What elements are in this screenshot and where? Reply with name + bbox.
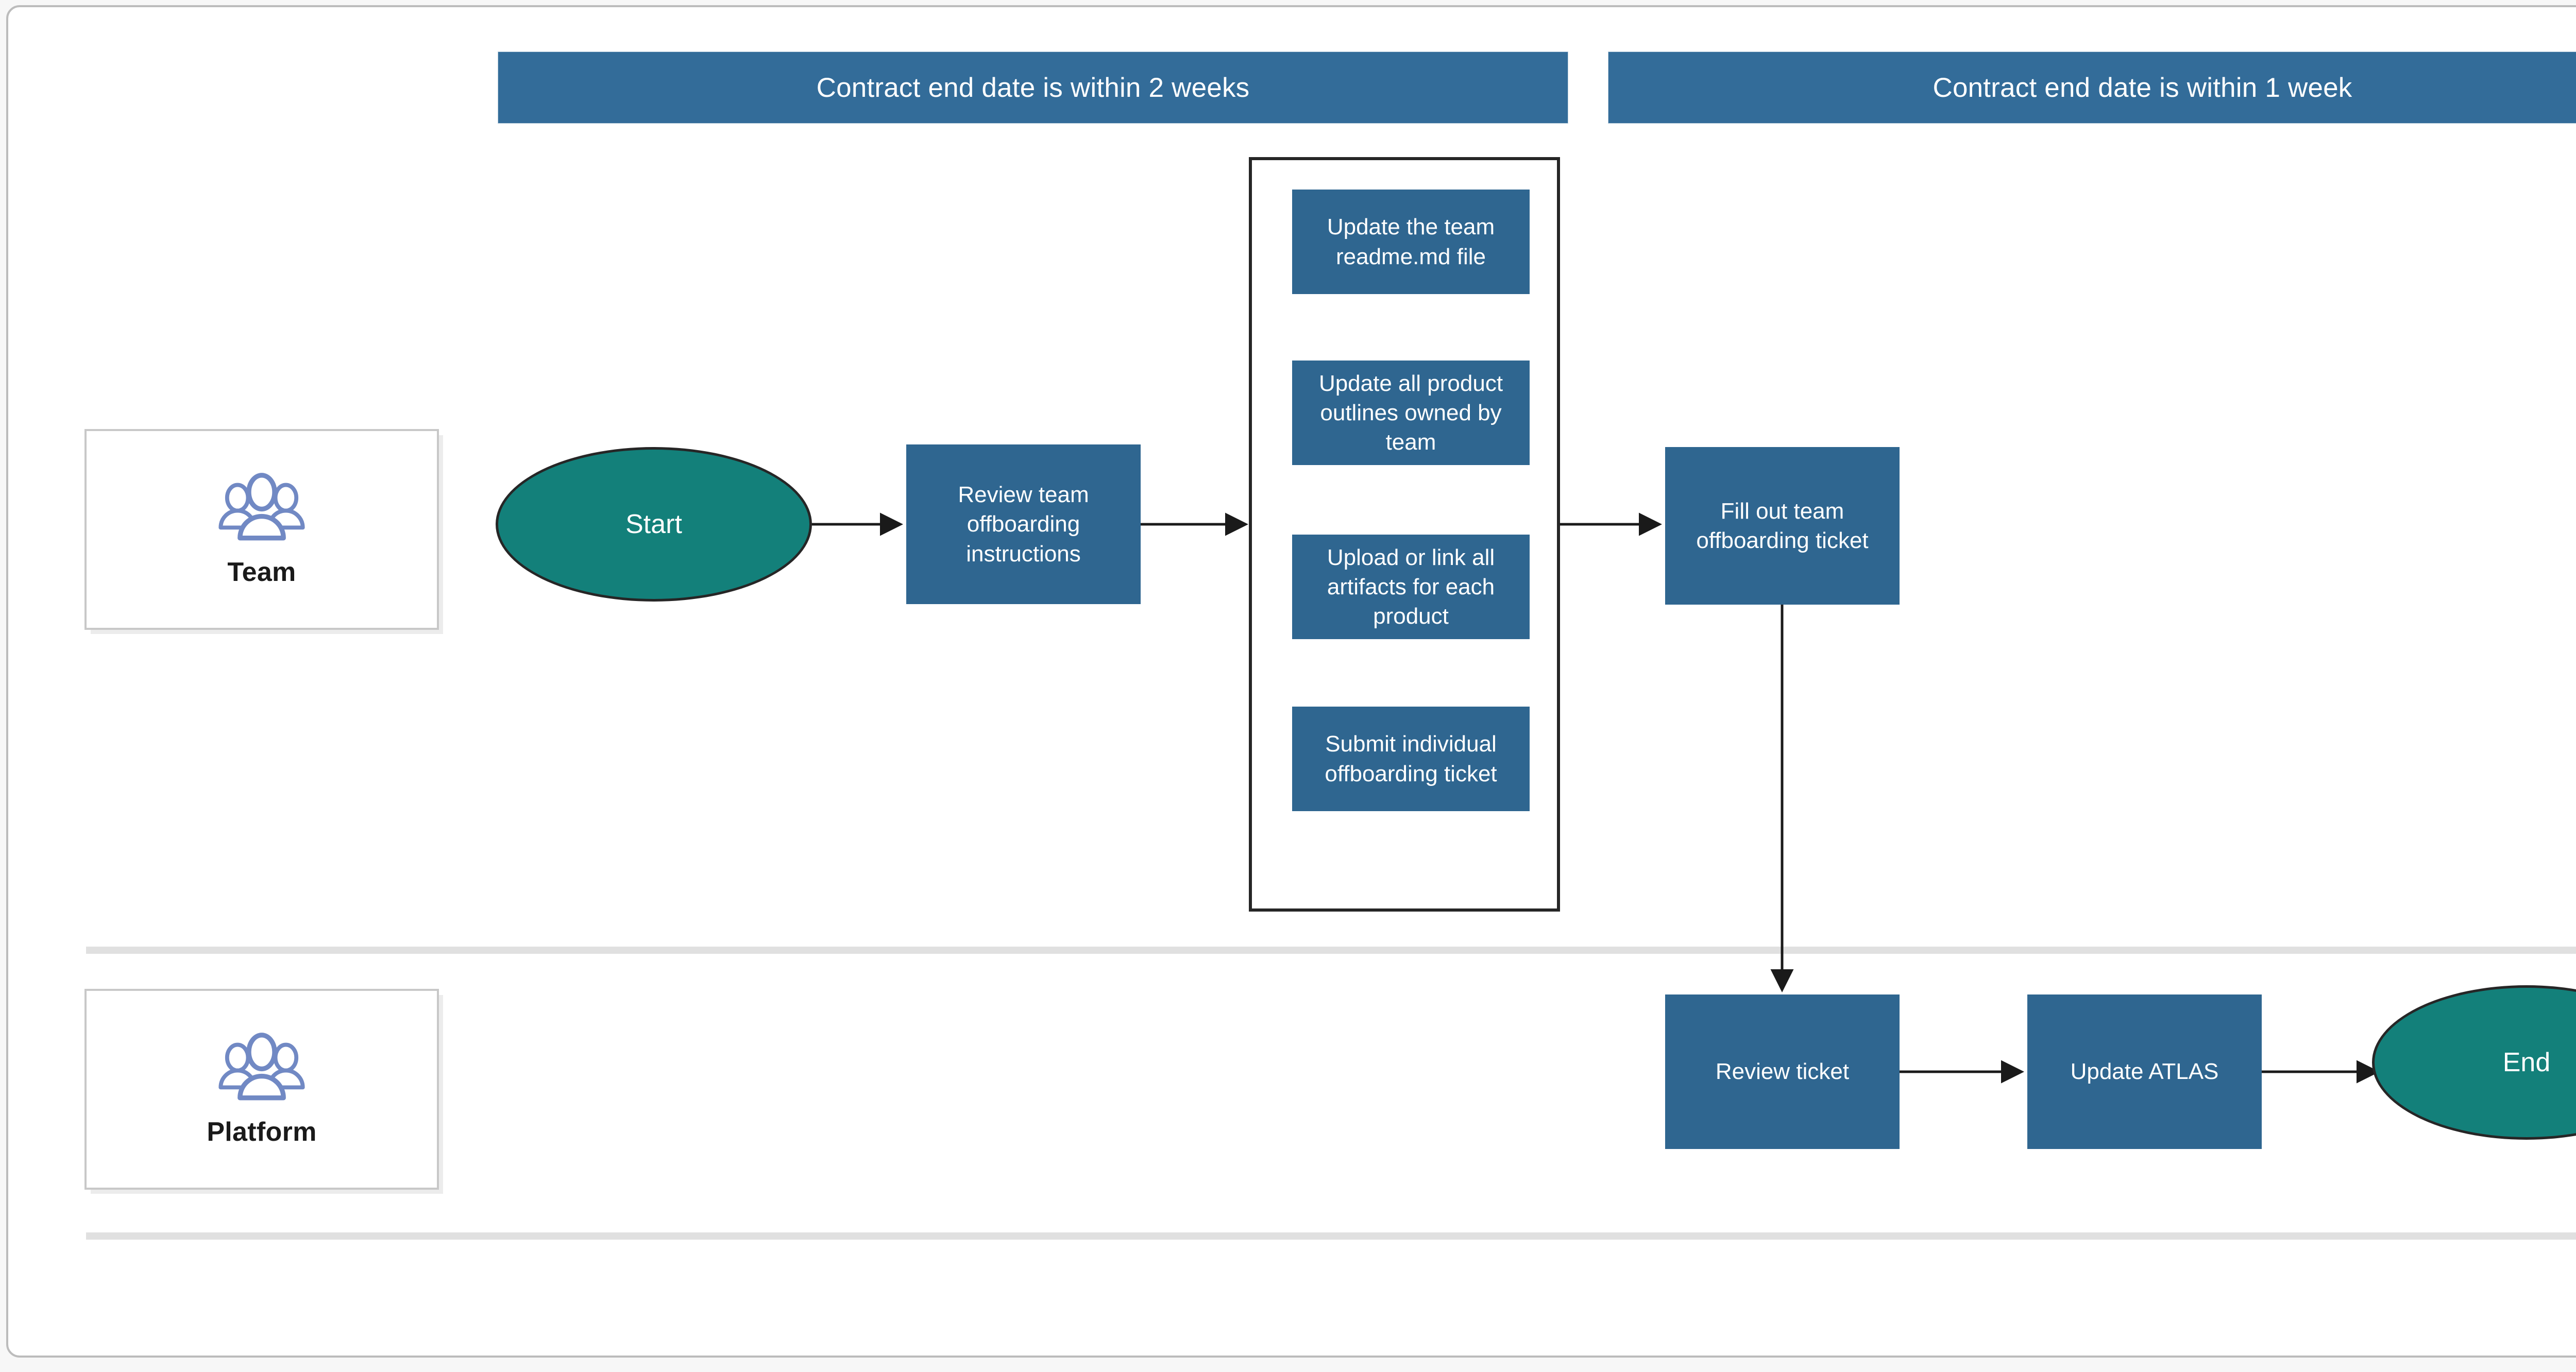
node-label: Review team offboarding instructions bbox=[958, 482, 1089, 567]
node-fill-out-team-offboarding-ticket[interactable]: Fill out team offboarding ticket bbox=[1665, 447, 1900, 605]
node-label: Upload or link all artifacts for each pr… bbox=[1327, 544, 1495, 629]
lane-header-platform[interactable]: Platform bbox=[84, 989, 439, 1190]
people-group-icon bbox=[218, 473, 305, 541]
people-group-icon bbox=[218, 1033, 305, 1101]
node-label: Update all product outlines owned by tea… bbox=[1318, 370, 1503, 455]
phase-banner-label: Contract end date is within 2 weeks bbox=[816, 72, 1250, 103]
node-review-offboarding-instructions[interactable]: Review team offboarding instructions bbox=[906, 444, 1141, 604]
phase-banner-label: Contract end date is within 1 week bbox=[1933, 72, 2352, 103]
phase-banner-contract-2-weeks[interactable]: Contract end date is within 2 weeks bbox=[498, 52, 1568, 124]
node-label: Update ATLAS bbox=[2070, 1059, 2219, 1085]
node-label: Start bbox=[625, 509, 682, 539]
node-label: Update the team readme.md file bbox=[1327, 214, 1495, 269]
node-start[interactable]: Start bbox=[496, 447, 812, 602]
node-update-team-readme[interactable]: Update the team readme.md file bbox=[1292, 190, 1530, 294]
lane-divider-bottom bbox=[86, 1232, 2576, 1240]
node-upload-artifacts[interactable]: Upload or link all artifacts for each pr… bbox=[1292, 535, 1530, 639]
node-update-product-outlines[interactable]: Update all product outlines owned by tea… bbox=[1292, 361, 1530, 465]
phase-banner-contract-1-week[interactable]: Contract end date is within 1 week bbox=[1608, 52, 2576, 124]
lane-divider-team-platform bbox=[86, 947, 2576, 954]
node-label: Submit individual offboarding ticket bbox=[1325, 731, 1497, 786]
lane-header-label: Team bbox=[227, 557, 296, 587]
node-label: Review ticket bbox=[1715, 1059, 1850, 1085]
lane-header-team[interactable]: Team bbox=[84, 429, 439, 630]
node-label: Fill out team offboarding ticket bbox=[1696, 498, 1869, 553]
node-update-atlas[interactable]: Update ATLAS bbox=[2027, 994, 2262, 1149]
node-submit-individual-offboarding-ticket[interactable]: Submit individual offboarding ticket bbox=[1292, 707, 1530, 811]
lane-header-label: Platform bbox=[207, 1117, 317, 1147]
node-review-ticket[interactable]: Review ticket bbox=[1665, 994, 1900, 1149]
node-label: End bbox=[2502, 1048, 2551, 1077]
